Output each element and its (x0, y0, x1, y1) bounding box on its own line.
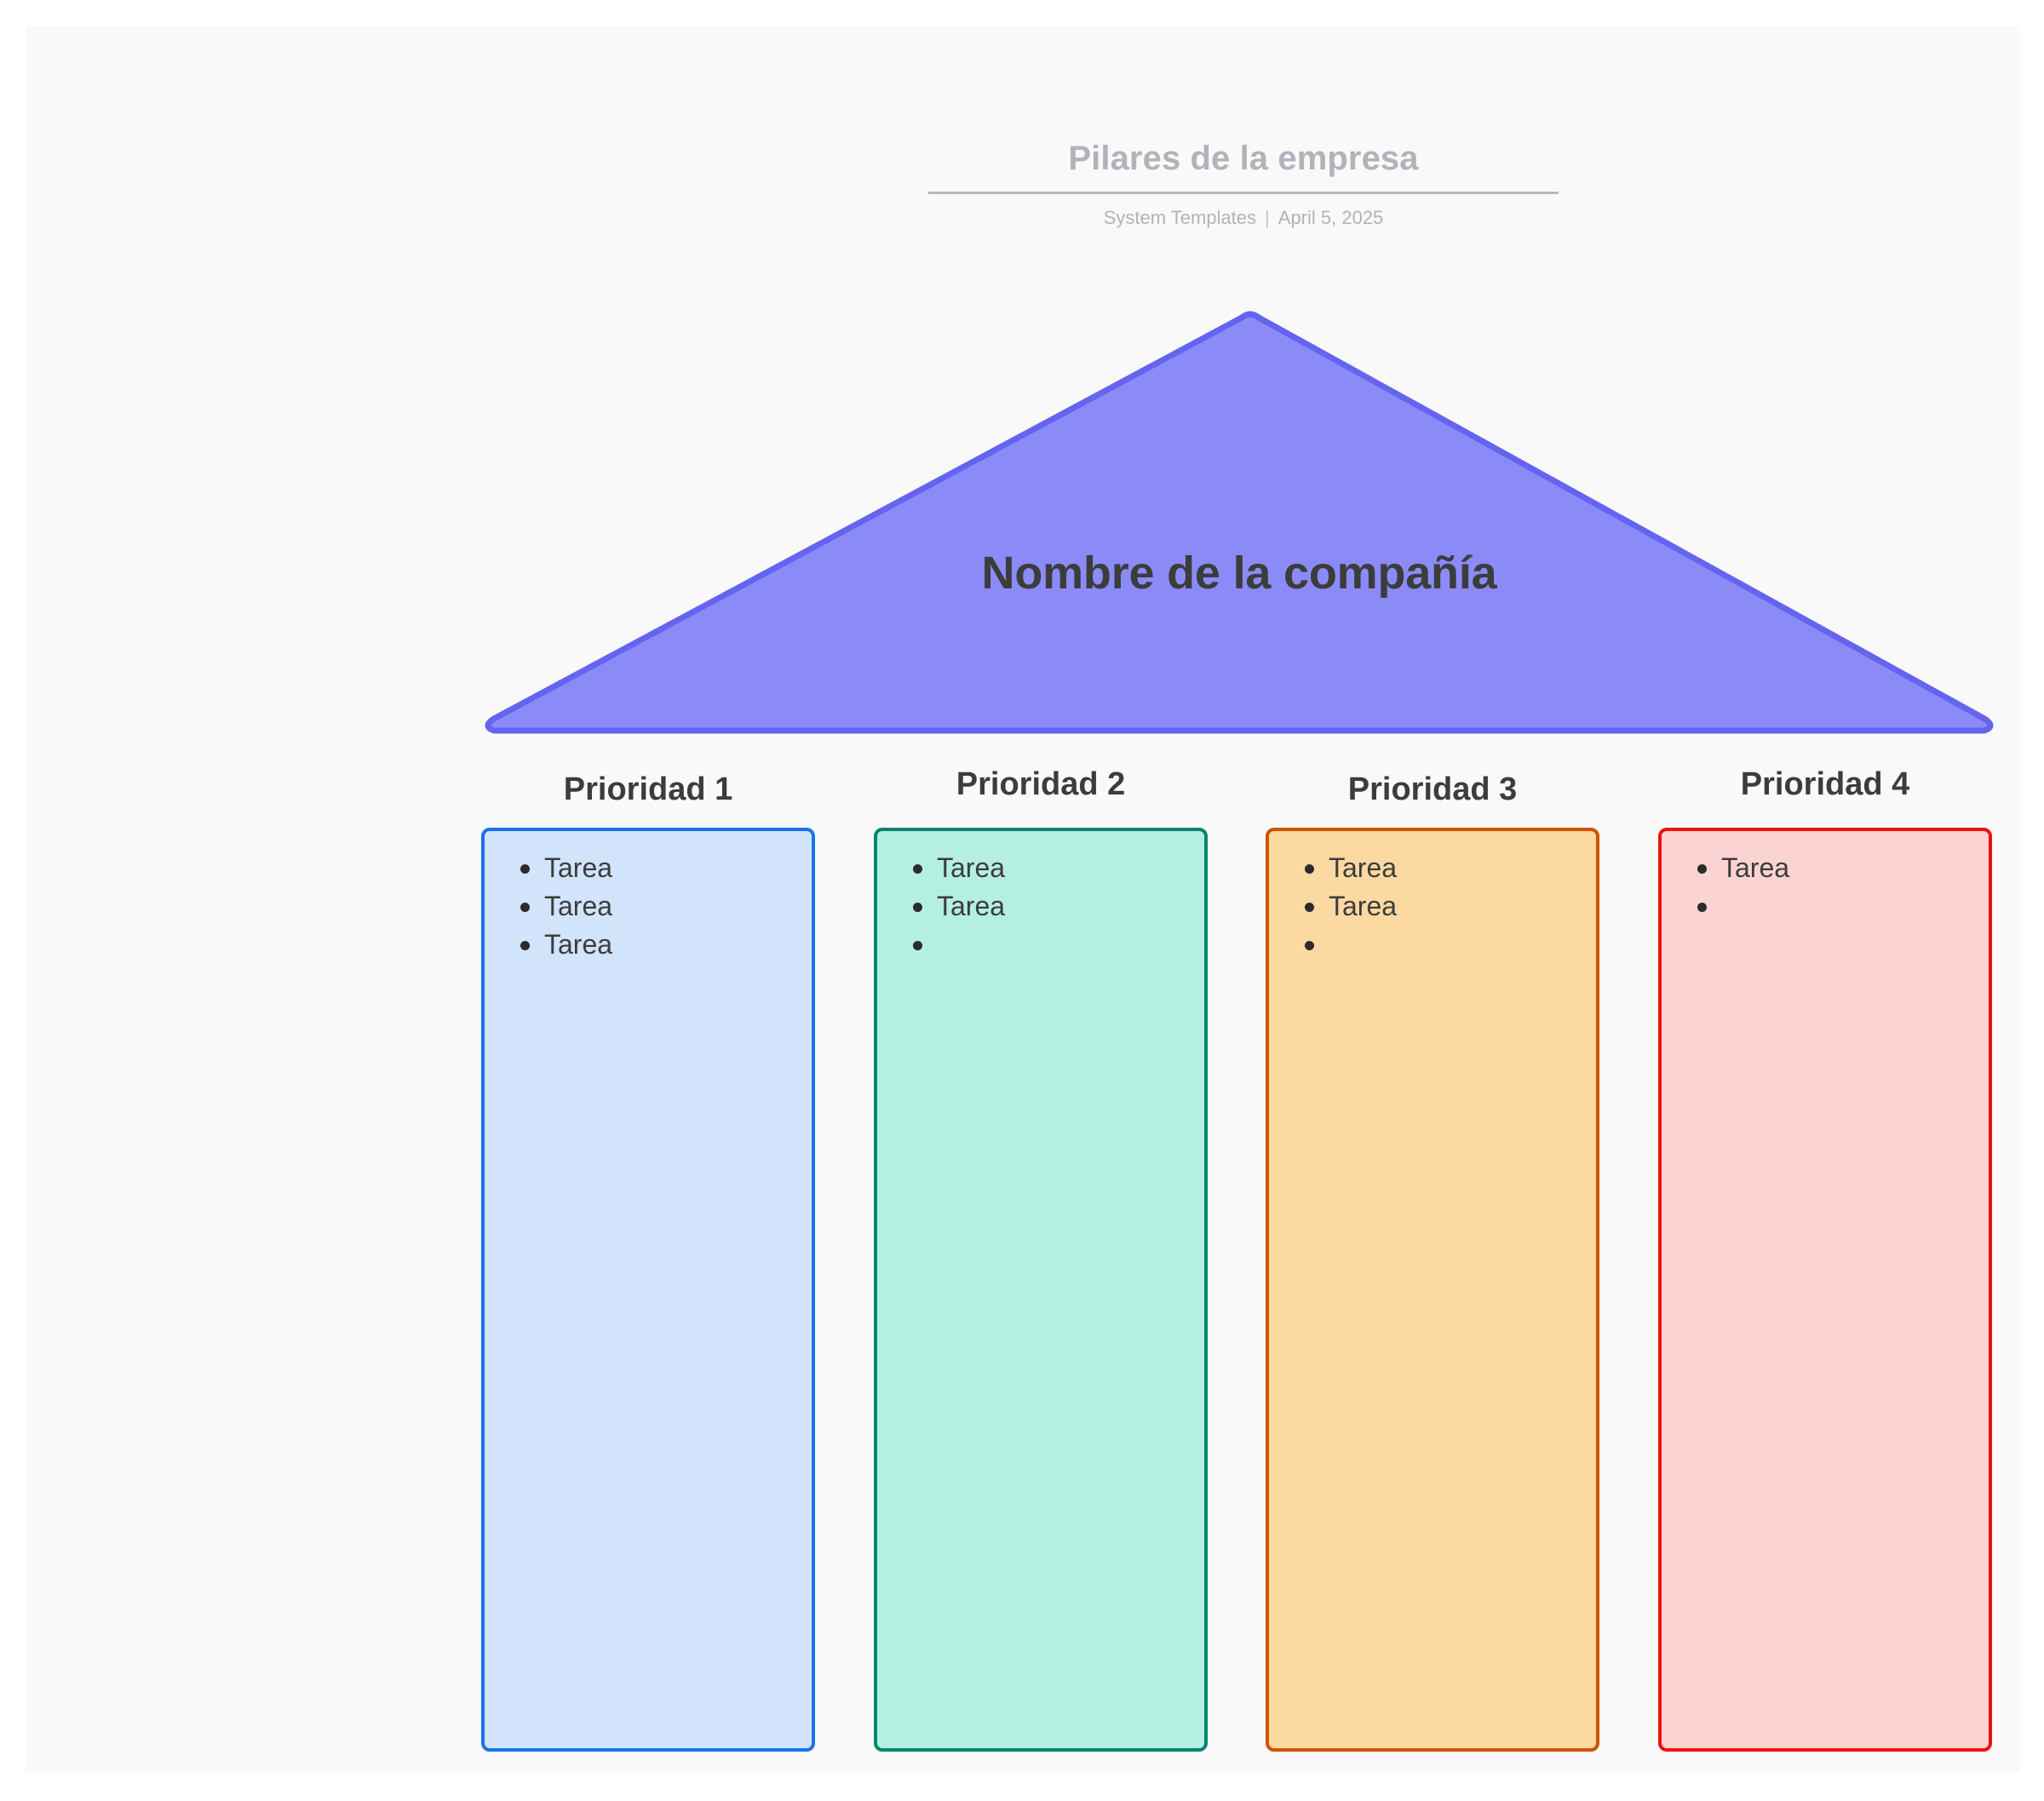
task-list-4: Tarea (1677, 850, 1973, 924)
task-item[interactable]: Tarea (893, 850, 1189, 886)
task-list-3: Tarea Tarea (1284, 850, 1581, 962)
pillar-title-2: Prioridad 2 (956, 766, 1126, 802)
task-item[interactable]: Tarea (893, 888, 1189, 924)
document-source: System Templates (1103, 207, 1257, 228)
pillar-title-4: Prioridad 4 (1740, 766, 1910, 802)
document-meta: System Templates | April 5, 2025 (928, 206, 1559, 230)
pillar-card-4[interactable]: Tarea (1658, 828, 1992, 1752)
page-title: Pilares de la empresa (1068, 140, 1419, 177)
pillar-column-4[interactable]: Prioridad 4 Tarea (1658, 758, 1992, 1752)
task-item[interactable] (1284, 926, 1581, 962)
task-list-2: Tarea Tarea (893, 850, 1189, 962)
pillar-column-1[interactable]: Prioridad 1 Tarea Tarea Tarea (481, 758, 815, 1752)
pillar-title-1: Prioridad 1 (563, 771, 733, 807)
pillar-column-2[interactable]: Prioridad 2 Tarea Tarea (874, 758, 1208, 1752)
pillar-title-3: Prioridad 3 (1347, 771, 1518, 807)
title-divider (928, 192, 1559, 194)
task-item[interactable] (893, 926, 1189, 962)
task-item[interactable]: Tarea (1284, 888, 1581, 924)
task-item[interactable] (1677, 888, 1973, 924)
meta-separator: | (1265, 207, 1270, 228)
pillar-column-3[interactable]: Prioridad 3 Tarea Tarea (1266, 758, 1599, 1752)
task-item[interactable]: Tarea (500, 926, 796, 962)
pillar-card-3[interactable]: Tarea Tarea (1266, 828, 1599, 1752)
document-date: April 5, 2025 (1278, 207, 1384, 228)
company-name-label: Nombre de la compañía (981, 548, 1497, 599)
diagram-canvas: Pilares de la empresa System Templates | A… (26, 26, 2019, 1772)
roof-shape-icon (485, 311, 1994, 734)
task-item[interactable]: Tarea (500, 888, 796, 924)
pillar-card-1[interactable]: Tarea Tarea Tarea (481, 828, 815, 1752)
task-item[interactable]: Tarea (500, 850, 796, 886)
pillar-card-2[interactable]: Tarea Tarea (874, 828, 1208, 1752)
task-list-1: Tarea Tarea Tarea (500, 850, 796, 962)
task-item[interactable]: Tarea (1284, 850, 1581, 886)
document-header: Pilares de la empresa System Templates | A… (928, 136, 1559, 230)
task-item[interactable]: Tarea (1677, 850, 1973, 886)
roof-triangle[interactable]: Nombre de la compañía (477, 302, 2001, 741)
